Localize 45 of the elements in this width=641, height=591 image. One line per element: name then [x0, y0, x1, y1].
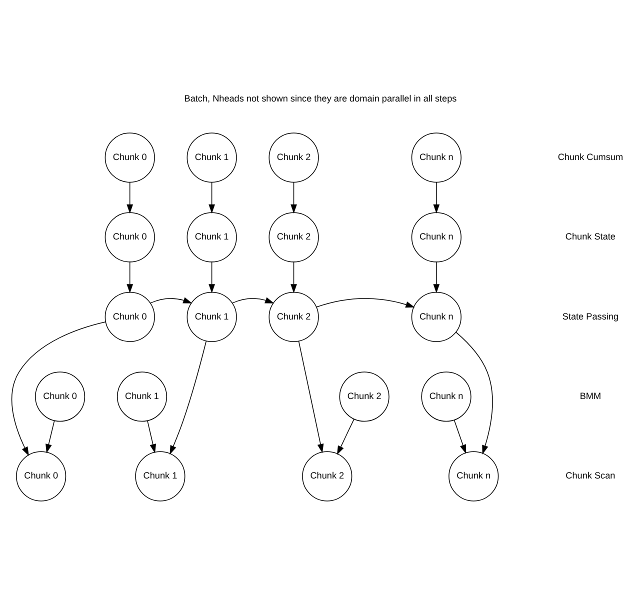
node-circle: Chunk 1	[186, 132, 237, 182]
node-circle: Chunk n	[421, 371, 472, 422]
node-circle: Chunk 1	[135, 450, 186, 501]
arrow	[433, 182, 440, 214]
arrow	[170, 340, 207, 454]
arrow	[336, 418, 354, 454]
node-circle: Chunk n	[411, 132, 462, 182]
node-circle: Chunk 2	[339, 371, 390, 422]
arrow	[298, 340, 324, 453]
arrow	[290, 182, 297, 214]
node-circle: Chunk 0	[16, 450, 66, 501]
node-circle: Chunk 0	[35, 371, 86, 422]
arrow	[150, 296, 192, 303]
arrow	[126, 261, 134, 293]
node-circle: Chunk n	[411, 212, 462, 262]
node-circle: Chunk 0	[104, 212, 155, 262]
label: Chunk State	[565, 231, 616, 242]
node-circle: Chunk 1	[186, 291, 237, 342]
arrow	[456, 331, 493, 454]
arrow	[126, 182, 134, 214]
node-circle: Chunk 2	[268, 291, 319, 342]
arrow	[290, 261, 297, 293]
arrow	[147, 420, 156, 453]
label: Chunk Cumsum	[558, 151, 624, 162]
label: Chunk Scan	[566, 470, 616, 480]
node-circle: Chunk n	[411, 291, 462, 342]
node-circle: Chunk 2	[268, 212, 319, 262]
node-circle: Chunk 0	[104, 291, 155, 342]
arrow	[208, 182, 215, 214]
node-circle: Chunk 2	[302, 450, 352, 501]
node-circle: Chunk 0	[104, 132, 155, 182]
arrow	[316, 298, 415, 308]
node-circle: Chunk 1	[186, 212, 237, 262]
arrow	[11, 321, 106, 456]
label: BMM	[580, 390, 602, 400]
arrow	[232, 296, 274, 303]
arrow	[46, 420, 55, 453]
arrow	[208, 261, 215, 293]
node-circle: Chunk 2	[268, 132, 319, 182]
node-circle: Chunk 1	[116, 371, 168, 422]
arrow	[454, 419, 466, 454]
arrow	[433, 261, 440, 293]
label: State Passing	[562, 310, 619, 321]
diagram-title: Batch, Nheads not shown since they are domain parallel in all steps	[184, 92, 457, 103]
node-circle: Chunk n	[448, 450, 499, 501]
